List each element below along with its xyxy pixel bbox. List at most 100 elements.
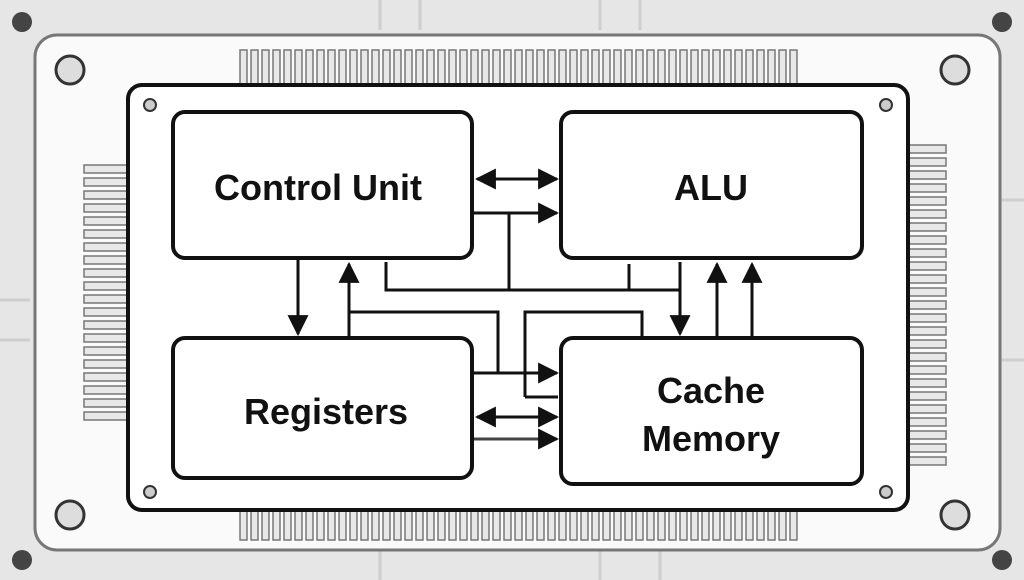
chip-pin: [83, 307, 131, 317]
chip-pin: [371, 49, 380, 87]
chip-pin: [503, 507, 512, 541]
chip-pin: [905, 287, 947, 297]
chip-pin: [426, 49, 435, 87]
chip-pin: [250, 49, 259, 87]
chip-pin: [415, 507, 424, 541]
control-unit-label: Control Unit: [214, 167, 422, 208]
chip-pin: [470, 507, 479, 541]
chip-pin: [83, 372, 131, 382]
corner-holes: [12, 12, 1012, 570]
registers-label: Registers: [244, 391, 408, 432]
chip-pin: [437, 49, 446, 87]
chip-pin: [602, 49, 611, 87]
chip-pin: [745, 507, 754, 541]
chip-pin: [481, 49, 490, 87]
chip-pin: [83, 268, 131, 278]
chip-pin: [459, 49, 468, 87]
chip-pin: [734, 49, 743, 87]
chip-pin: [83, 385, 131, 395]
chip-corner-dots: [143, 98, 893, 499]
chip-pin: [536, 49, 545, 87]
chip-pin: [701, 49, 710, 87]
chip-pin: [905, 365, 947, 375]
cache-memory-label-line2: Memory: [642, 418, 780, 459]
chip-pin: [83, 294, 131, 304]
chip-pin: [712, 49, 721, 87]
chip-pin: [316, 49, 325, 87]
chip-pin: [905, 274, 947, 284]
chip-pin: [905, 326, 947, 336]
chip-pin: [734, 507, 743, 541]
chip-pin: [602, 507, 611, 541]
chip-pin: [83, 320, 131, 330]
board-screws: [54, 54, 971, 531]
chip-pin: [83, 333, 131, 343]
chip-pin: [789, 49, 798, 87]
chip-pin: [382, 49, 391, 87]
chip-pin: [668, 507, 677, 541]
chip-pin: [635, 507, 644, 541]
chip-pin: [492, 507, 501, 541]
chip-pin: [679, 49, 688, 87]
chip-pin: [382, 507, 391, 541]
chip-pin: [905, 404, 947, 414]
chip-pin: [558, 49, 567, 87]
bus-trace: [349, 310, 644, 399]
chip-pin: [690, 507, 699, 541]
chip-pin: [569, 507, 578, 541]
chip-pin: [272, 507, 281, 541]
chip-pin: [723, 507, 732, 541]
chip-pin: [905, 222, 947, 232]
chip-pin: [305, 507, 314, 541]
chip-pin: [83, 164, 131, 174]
block-registers: Registers: [171, 336, 474, 480]
chip-pin: [767, 507, 776, 541]
chip-pin: [591, 507, 600, 541]
block-control-unit: Control Unit: [171, 110, 474, 260]
chip-pin: [646, 49, 655, 87]
chip-pin: [470, 49, 479, 87]
chip-pin: [83, 255, 131, 265]
chip-pin: [525, 49, 534, 87]
chip-pin: [83, 359, 131, 369]
chip-pin: [338, 507, 347, 541]
chip-pin: [613, 507, 622, 541]
chip-pin: [905, 235, 947, 245]
chip-pin: [789, 507, 798, 541]
chip-pin: [250, 507, 259, 541]
chip-pin: [905, 352, 947, 362]
bus-lines: [287, 168, 763, 450]
chip-pin: [83, 242, 131, 252]
chip-pin: [905, 300, 947, 310]
chip-pin: [349, 49, 358, 87]
chip-pin: [778, 507, 787, 541]
chip-pin: [83, 346, 131, 356]
chip-pin: [83, 190, 131, 200]
chip-pin: [657, 507, 666, 541]
chip-pin: [624, 49, 633, 87]
chip-pin: [426, 507, 435, 541]
chip-pin: [349, 507, 358, 541]
chip-pin: [283, 507, 292, 541]
chip-pin: [239, 507, 248, 541]
chip-pin: [514, 507, 523, 541]
chip-pin: [905, 456, 947, 466]
chip-pin: [905, 378, 947, 388]
chip-pin: [569, 49, 578, 87]
chip-pin: [316, 507, 325, 541]
chip-pin: [547, 49, 556, 87]
chip-pin: [514, 49, 523, 87]
chip-pin: [525, 507, 534, 541]
block-alu: ALU: [559, 110, 864, 260]
chip-pin: [646, 507, 655, 541]
chip-pin: [294, 507, 303, 541]
chip-pin: [905, 144, 947, 154]
chip-pin: [905, 170, 947, 180]
chip-pin: [272, 49, 281, 87]
chip-pin: [905, 391, 947, 401]
chip-pin: [327, 507, 336, 541]
chip-pin: [756, 507, 765, 541]
chip-pin: [360, 507, 369, 541]
